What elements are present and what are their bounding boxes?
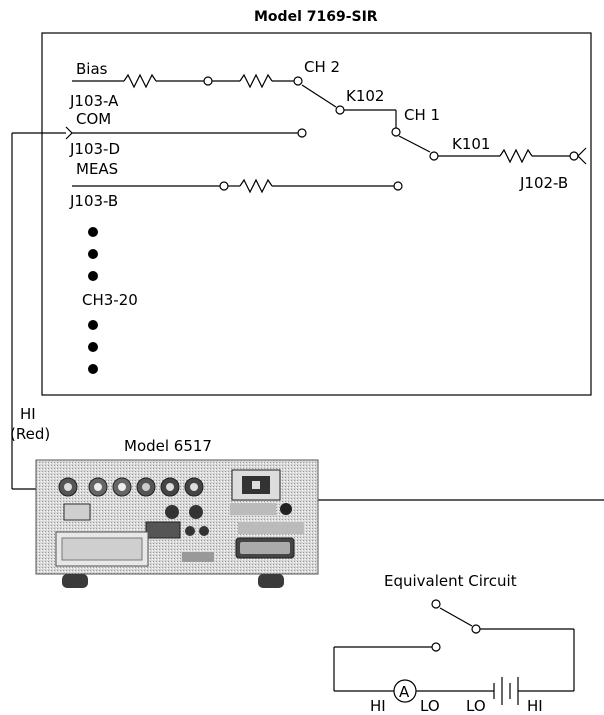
battery-hi-label: HI xyxy=(527,697,543,715)
ch1-label: CH 1 xyxy=(404,106,440,124)
more-channels-dots-top xyxy=(88,227,98,281)
com-label: COM xyxy=(76,110,111,128)
hi-label: HI xyxy=(20,405,36,423)
ammeter-lo-label: LO xyxy=(420,697,440,715)
k102-switch xyxy=(301,84,401,137)
model-6517-rear-panel xyxy=(35,459,319,588)
equivalent-circuit-title: Equivalent Circuit xyxy=(384,572,517,590)
more-channels-dots-bottom xyxy=(88,320,98,374)
k101-switch xyxy=(398,135,587,165)
switch-card-box xyxy=(41,32,592,396)
com-line xyxy=(65,126,307,140)
battery-lo-label: LO xyxy=(466,697,486,715)
bias-label: Bias xyxy=(76,60,108,78)
more-channels-label: CH3-20 xyxy=(82,291,138,309)
red-label: (Red) xyxy=(10,425,50,443)
meas-connector-label: J103-B xyxy=(69,192,118,210)
k102-label: K102 xyxy=(346,87,384,105)
k101-label: K101 xyxy=(452,135,490,153)
ch2-label: CH 2 xyxy=(304,58,340,76)
switch-card-title: Model 7169-SIR xyxy=(254,9,378,25)
output-connector-label: J102-B xyxy=(519,174,568,192)
ammeter-hi-label: HI xyxy=(370,697,386,715)
meter-model-label: Model 6517 xyxy=(124,437,212,455)
ammeter-symbol-label: A xyxy=(399,683,410,701)
bias-line xyxy=(72,73,303,89)
meas-line xyxy=(72,178,403,194)
com-connector-label: J103-D xyxy=(69,140,120,158)
equivalent-circuit xyxy=(333,599,575,705)
bias-connector-label: J103-A xyxy=(69,92,119,110)
meas-label: MEAS xyxy=(76,160,118,178)
